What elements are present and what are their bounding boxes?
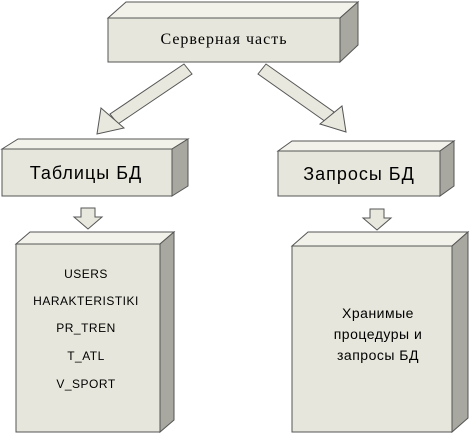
root-label: Серверная часть <box>160 31 287 48</box>
queries-header-label: Запросы БД <box>303 164 415 184</box>
root-box: Серверная часть <box>106 0 360 64</box>
queries-content-line: запросы БД <box>337 347 419 363</box>
table-item: USERS <box>64 267 108 281</box>
queries-content-line: Хранимые <box>342 305 414 321</box>
table-item: V_SPORT <box>56 377 115 391</box>
table-item: PR_TREN <box>56 321 116 335</box>
arrow-root-to-tables <box>96 63 193 135</box>
queries-content-box: Хранимые процедуры и запросы БД <box>290 230 470 434</box>
table-item: HARAKTERISTIKI <box>33 294 139 308</box>
tables-header-label: Таблицы БД <box>30 163 143 183</box>
arrow-tables-to-list <box>72 207 104 230</box>
queries-header-box: Запросы БД <box>276 140 456 197</box>
table-item: T_ATL <box>67 349 105 363</box>
arrow-queries-to-content <box>361 208 393 231</box>
tables-header-box: Таблицы БД <box>0 138 190 197</box>
tables-list-box: USERS HARAKTERISTIKI PR_TREN T_ATL V_SPO… <box>14 230 176 434</box>
arrow-root-to-queries <box>257 63 347 133</box>
queries-content-line: процедуры и <box>334 326 423 342</box>
